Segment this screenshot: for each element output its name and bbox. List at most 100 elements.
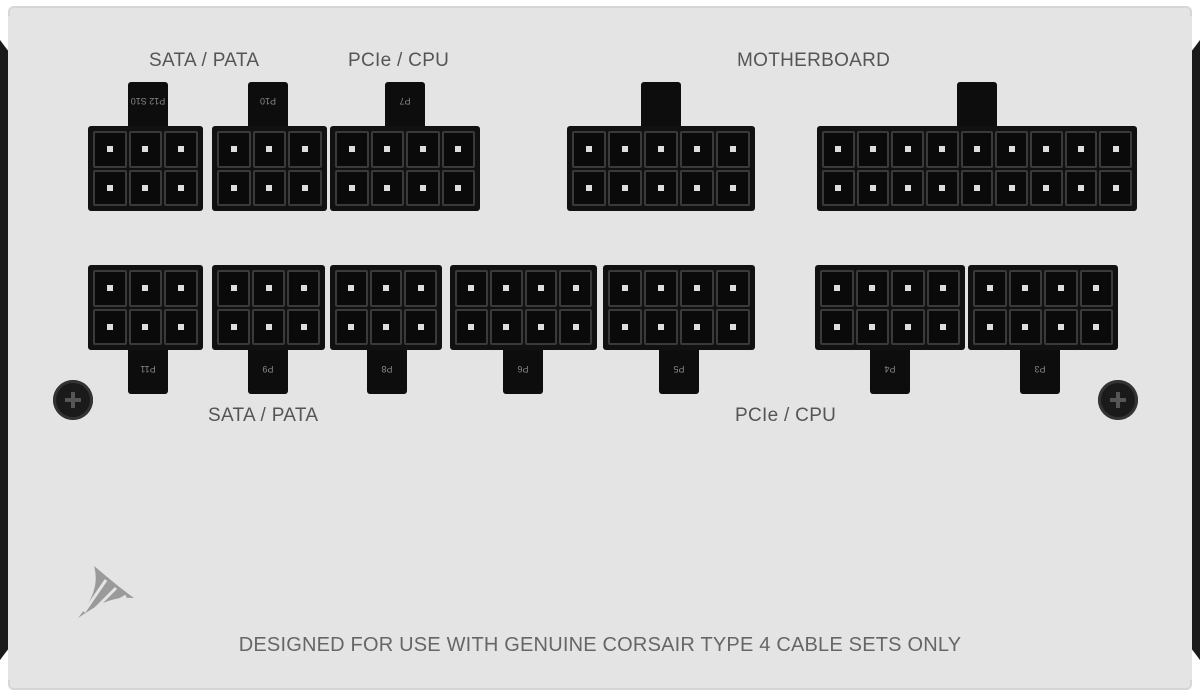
- label-pcie-cpu-bottom: PCIe / CPU: [735, 405, 837, 426]
- label-pcie-cpu-top: PCIe / CPU: [348, 50, 450, 71]
- connector-pin: [559, 270, 592, 307]
- port-id-label: P12 S10: [130, 96, 166, 106]
- connector-latch-tab: P9: [248, 344, 288, 394]
- connector-pin: [1030, 169, 1063, 206]
- connector-port[interactable]: [212, 126, 327, 211]
- connector-pin: [404, 270, 437, 307]
- connector-pin: [1079, 308, 1113, 345]
- connector-pin: [973, 308, 1007, 345]
- connector-pin: [926, 270, 960, 307]
- connector-pin: [644, 131, 678, 168]
- connector-pin: [995, 169, 1028, 206]
- connector-pin: [406, 131, 440, 168]
- connector-pin: [995, 131, 1028, 168]
- connector-pin: [822, 131, 855, 168]
- connector-pin: [524, 270, 558, 307]
- connector-pin: [93, 270, 127, 307]
- panel-bevel-right: [1184, 16, 1192, 680]
- connector-pin: [926, 308, 960, 345]
- connector-pin: [680, 169, 714, 206]
- connector-pin: [406, 169, 440, 206]
- connector-latch-tab: P4: [870, 344, 910, 394]
- connector-latch-tab: P12 S10: [128, 82, 168, 132]
- connector-pin: [128, 131, 163, 168]
- connector-pin: [960, 131, 994, 168]
- connector-pin: [128, 308, 163, 345]
- connector-pin: [288, 169, 322, 206]
- connector-pin: [820, 270, 854, 307]
- connector-pin: [369, 308, 403, 345]
- connector-pin: [822, 169, 855, 206]
- connector-pin: [1099, 169, 1132, 206]
- connector-port[interactable]: [817, 126, 1137, 211]
- connector-pin: [855, 308, 889, 345]
- connector-pin: [455, 308, 488, 345]
- connector-pin: [644, 270, 678, 307]
- connector-pin: [680, 308, 714, 345]
- connector-pin: [680, 270, 714, 307]
- connector-pin: [164, 169, 198, 206]
- connector-pin: [441, 169, 475, 206]
- connector-pin: [369, 270, 403, 307]
- connector-pin: [217, 131, 251, 168]
- port-id-label: P4: [884, 364, 896, 374]
- connector-pin: [128, 270, 163, 307]
- connector-pin: [1030, 131, 1063, 168]
- connector-latch-tab: P8: [367, 344, 407, 394]
- connector-port[interactable]: [330, 126, 480, 211]
- connector-pin: [217, 270, 250, 307]
- connector-pin: [252, 308, 285, 345]
- port-id-label: P3: [1034, 364, 1046, 374]
- connector-pin: [856, 169, 890, 206]
- connector-pin: [608, 270, 642, 307]
- port-id-label: P8: [381, 364, 393, 374]
- connector-pin: [960, 169, 994, 206]
- connector-pin: [370, 131, 404, 168]
- connector-pin: [926, 169, 959, 206]
- connector-port[interactable]: [88, 126, 203, 211]
- connector-pin: [335, 308, 368, 345]
- connector-pin: [455, 270, 488, 307]
- connector-port[interactable]: [567, 126, 755, 211]
- port-id-label: P6: [517, 364, 529, 374]
- connector-port[interactable]: [88, 265, 203, 350]
- connector-pin: [370, 169, 404, 206]
- port-id-label: P7: [399, 96, 411, 106]
- connector-port[interactable]: [815, 265, 965, 350]
- connector-pin: [128, 169, 163, 206]
- connector-pin: [93, 169, 127, 206]
- screw-left-icon: [53, 380, 93, 420]
- connector-pin: [820, 308, 854, 345]
- connector-port[interactable]: [330, 265, 442, 350]
- connector-pin: [559, 308, 592, 345]
- connector-port[interactable]: [968, 265, 1118, 350]
- connector-latch-tab: P11: [128, 344, 168, 394]
- connector-latch-tab: [641, 82, 681, 132]
- connector-port[interactable]: [603, 265, 755, 350]
- connector-latch-tab: P6: [503, 344, 543, 394]
- connector-pin: [1099, 131, 1132, 168]
- connector-pin: [1008, 308, 1042, 345]
- connector-pin: [524, 308, 558, 345]
- connector-latch-tab: [957, 82, 997, 132]
- connector-pin: [716, 131, 750, 168]
- connector-pin: [489, 270, 523, 307]
- connector-pin: [1079, 270, 1113, 307]
- connector-pin: [891, 308, 925, 345]
- connector-pin: [680, 131, 714, 168]
- connector-pin: [891, 270, 925, 307]
- connector-pin: [1064, 169, 1098, 206]
- connector-pin: [93, 308, 127, 345]
- connector-port[interactable]: [450, 265, 597, 350]
- connector-pin: [608, 169, 642, 206]
- port-id-label: P10: [260, 96, 277, 106]
- connector-pin: [441, 131, 475, 168]
- connector-pin: [891, 131, 924, 168]
- connector-pin: [164, 308, 198, 345]
- label-sata-pata-bottom: SATA / PATA: [208, 405, 319, 426]
- screw-right-icon: [1098, 380, 1138, 420]
- connector-pin: [404, 308, 437, 345]
- label-sata-pata-top: SATA / PATA: [149, 50, 260, 71]
- connector-pin: [1064, 131, 1098, 168]
- connector-port[interactable]: [212, 265, 325, 350]
